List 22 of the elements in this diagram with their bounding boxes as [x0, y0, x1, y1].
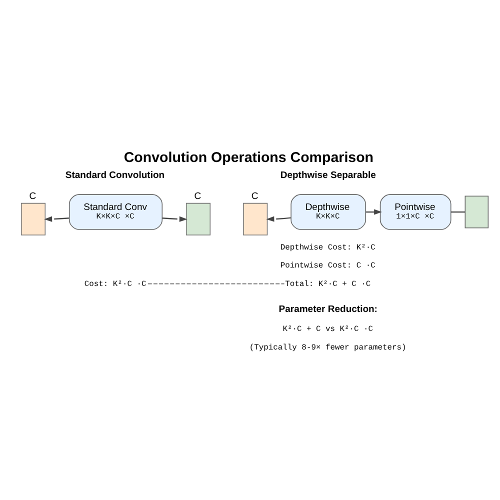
- label: (Typically 8-9× fewer parameters): [249, 342, 406, 352]
- label: Pointwise Cost: C ·C: [280, 261, 376, 270]
- label: Depthwise Cost: K²·C: [280, 242, 376, 252]
- node-label: C: [251, 190, 258, 202]
- arrow: [266, 216, 291, 222]
- node-box: Pointwise 1×1×C ×C: [380, 194, 452, 230]
- node-label: C: [194, 190, 202, 202]
- node-label: C: [29, 190, 36, 202]
- label: Parameter Reduction:: [278, 304, 378, 315]
- connector: [450, 210, 465, 212]
- label: Standard Convolution: [65, 170, 165, 180]
- node-text: Total: K²·C + C ·C: [285, 279, 371, 288]
- node-box: Standard Conv K×K×C ×C: [68, 194, 163, 230]
- node-text: Cost: K²·C ·C: [84, 279, 146, 288]
- node-box: Depthwise K×K×C: [290, 194, 366, 230]
- arrow: [44, 216, 70, 222]
- diagram-title: Convolution Operations Comparison: [124, 149, 374, 166]
- connector: [147, 282, 285, 284]
- label: Depthwise Separable: [280, 170, 376, 180]
- label: K²·C + C vs K²·C ·C: [282, 324, 374, 334]
- node-box: [464, 195, 489, 228]
- arrow: [162, 216, 188, 222]
